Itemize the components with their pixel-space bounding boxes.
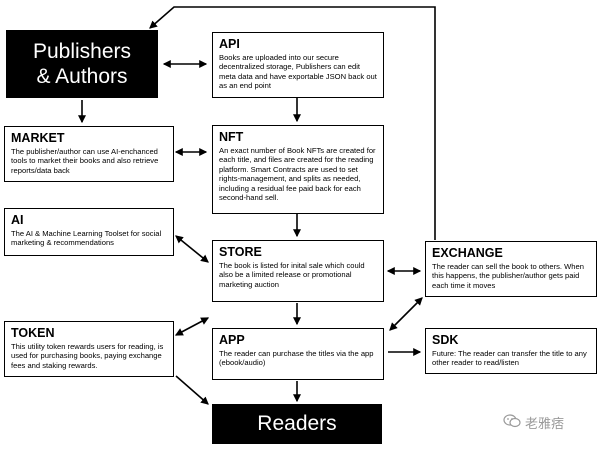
publishers-authors-box: Publishers & Authors — [6, 30, 158, 98]
api-body: Books are uploaded into our secure decen… — [219, 53, 377, 91]
arrow-token-app — [174, 317, 210, 336]
arrow-token-readers — [175, 375, 209, 405]
store-title: STORE — [219, 245, 262, 259]
arrow-ai-store — [175, 235, 209, 263]
market-box: MARKET The publisher/author can use AI-e… — [4, 126, 174, 182]
readers-label: Readers — [257, 412, 337, 435]
app-title: APP — [219, 333, 245, 347]
nft-body: An exact number of Book NFTs are created… — [219, 146, 376, 203]
store-body: The book is listed for inital sale which… — [219, 261, 365, 289]
readers-box: Readers — [212, 404, 382, 444]
token-title: TOKEN — [11, 326, 55, 340]
watermark-text: 老雅痞 — [525, 416, 565, 431]
market-title: MARKET — [11, 131, 65, 145]
wechat-icon — [503, 414, 521, 431]
app-box: APP The reader can purchase the titles v… — [212, 328, 384, 380]
sdk-title: SDK — [432, 333, 459, 347]
exchange-title: EXCHANGE — [432, 246, 503, 260]
sdk-body: Future: The reader can transfer the titl… — [432, 349, 587, 368]
api-box: API Books are uploaded into our secure d… — [212, 32, 384, 98]
publishers-line1: Publishers — [32, 40, 132, 63]
nft-title: NFT — [219, 130, 244, 144]
token-body: This utility token rewards users for rea… — [11, 342, 164, 370]
app-body: The reader can purchase the titles via t… — [219, 349, 374, 368]
api-title: API — [219, 37, 240, 51]
sdk-box: SDK Future: The reader can transfer the … — [425, 328, 597, 374]
exchange-body: The reader can sell the book to others. … — [432, 262, 584, 290]
ai-title: AI — [11, 213, 24, 227]
nft-box: NFT An exact number of Book NFTs are cre… — [212, 125, 384, 214]
publishers-line2: & Authors — [36, 65, 128, 88]
ai-body: The AI & Machine Learning Toolset for so… — [11, 229, 162, 248]
ai-box: AI The AI & Machine Learning Toolset for… — [4, 208, 174, 256]
market-body: The publisher/author can use AI-enchance… — [11, 147, 159, 175]
watermark: 老雅痞 — [503, 413, 564, 432]
exchange-box: EXCHANGE The reader can sell the book to… — [425, 241, 597, 297]
token-box: TOKEN This utility token rewards users f… — [4, 321, 174, 377]
arrow-app-exchange — [389, 297, 423, 331]
store-box: STORE The book is listed for inital sale… — [212, 240, 384, 302]
